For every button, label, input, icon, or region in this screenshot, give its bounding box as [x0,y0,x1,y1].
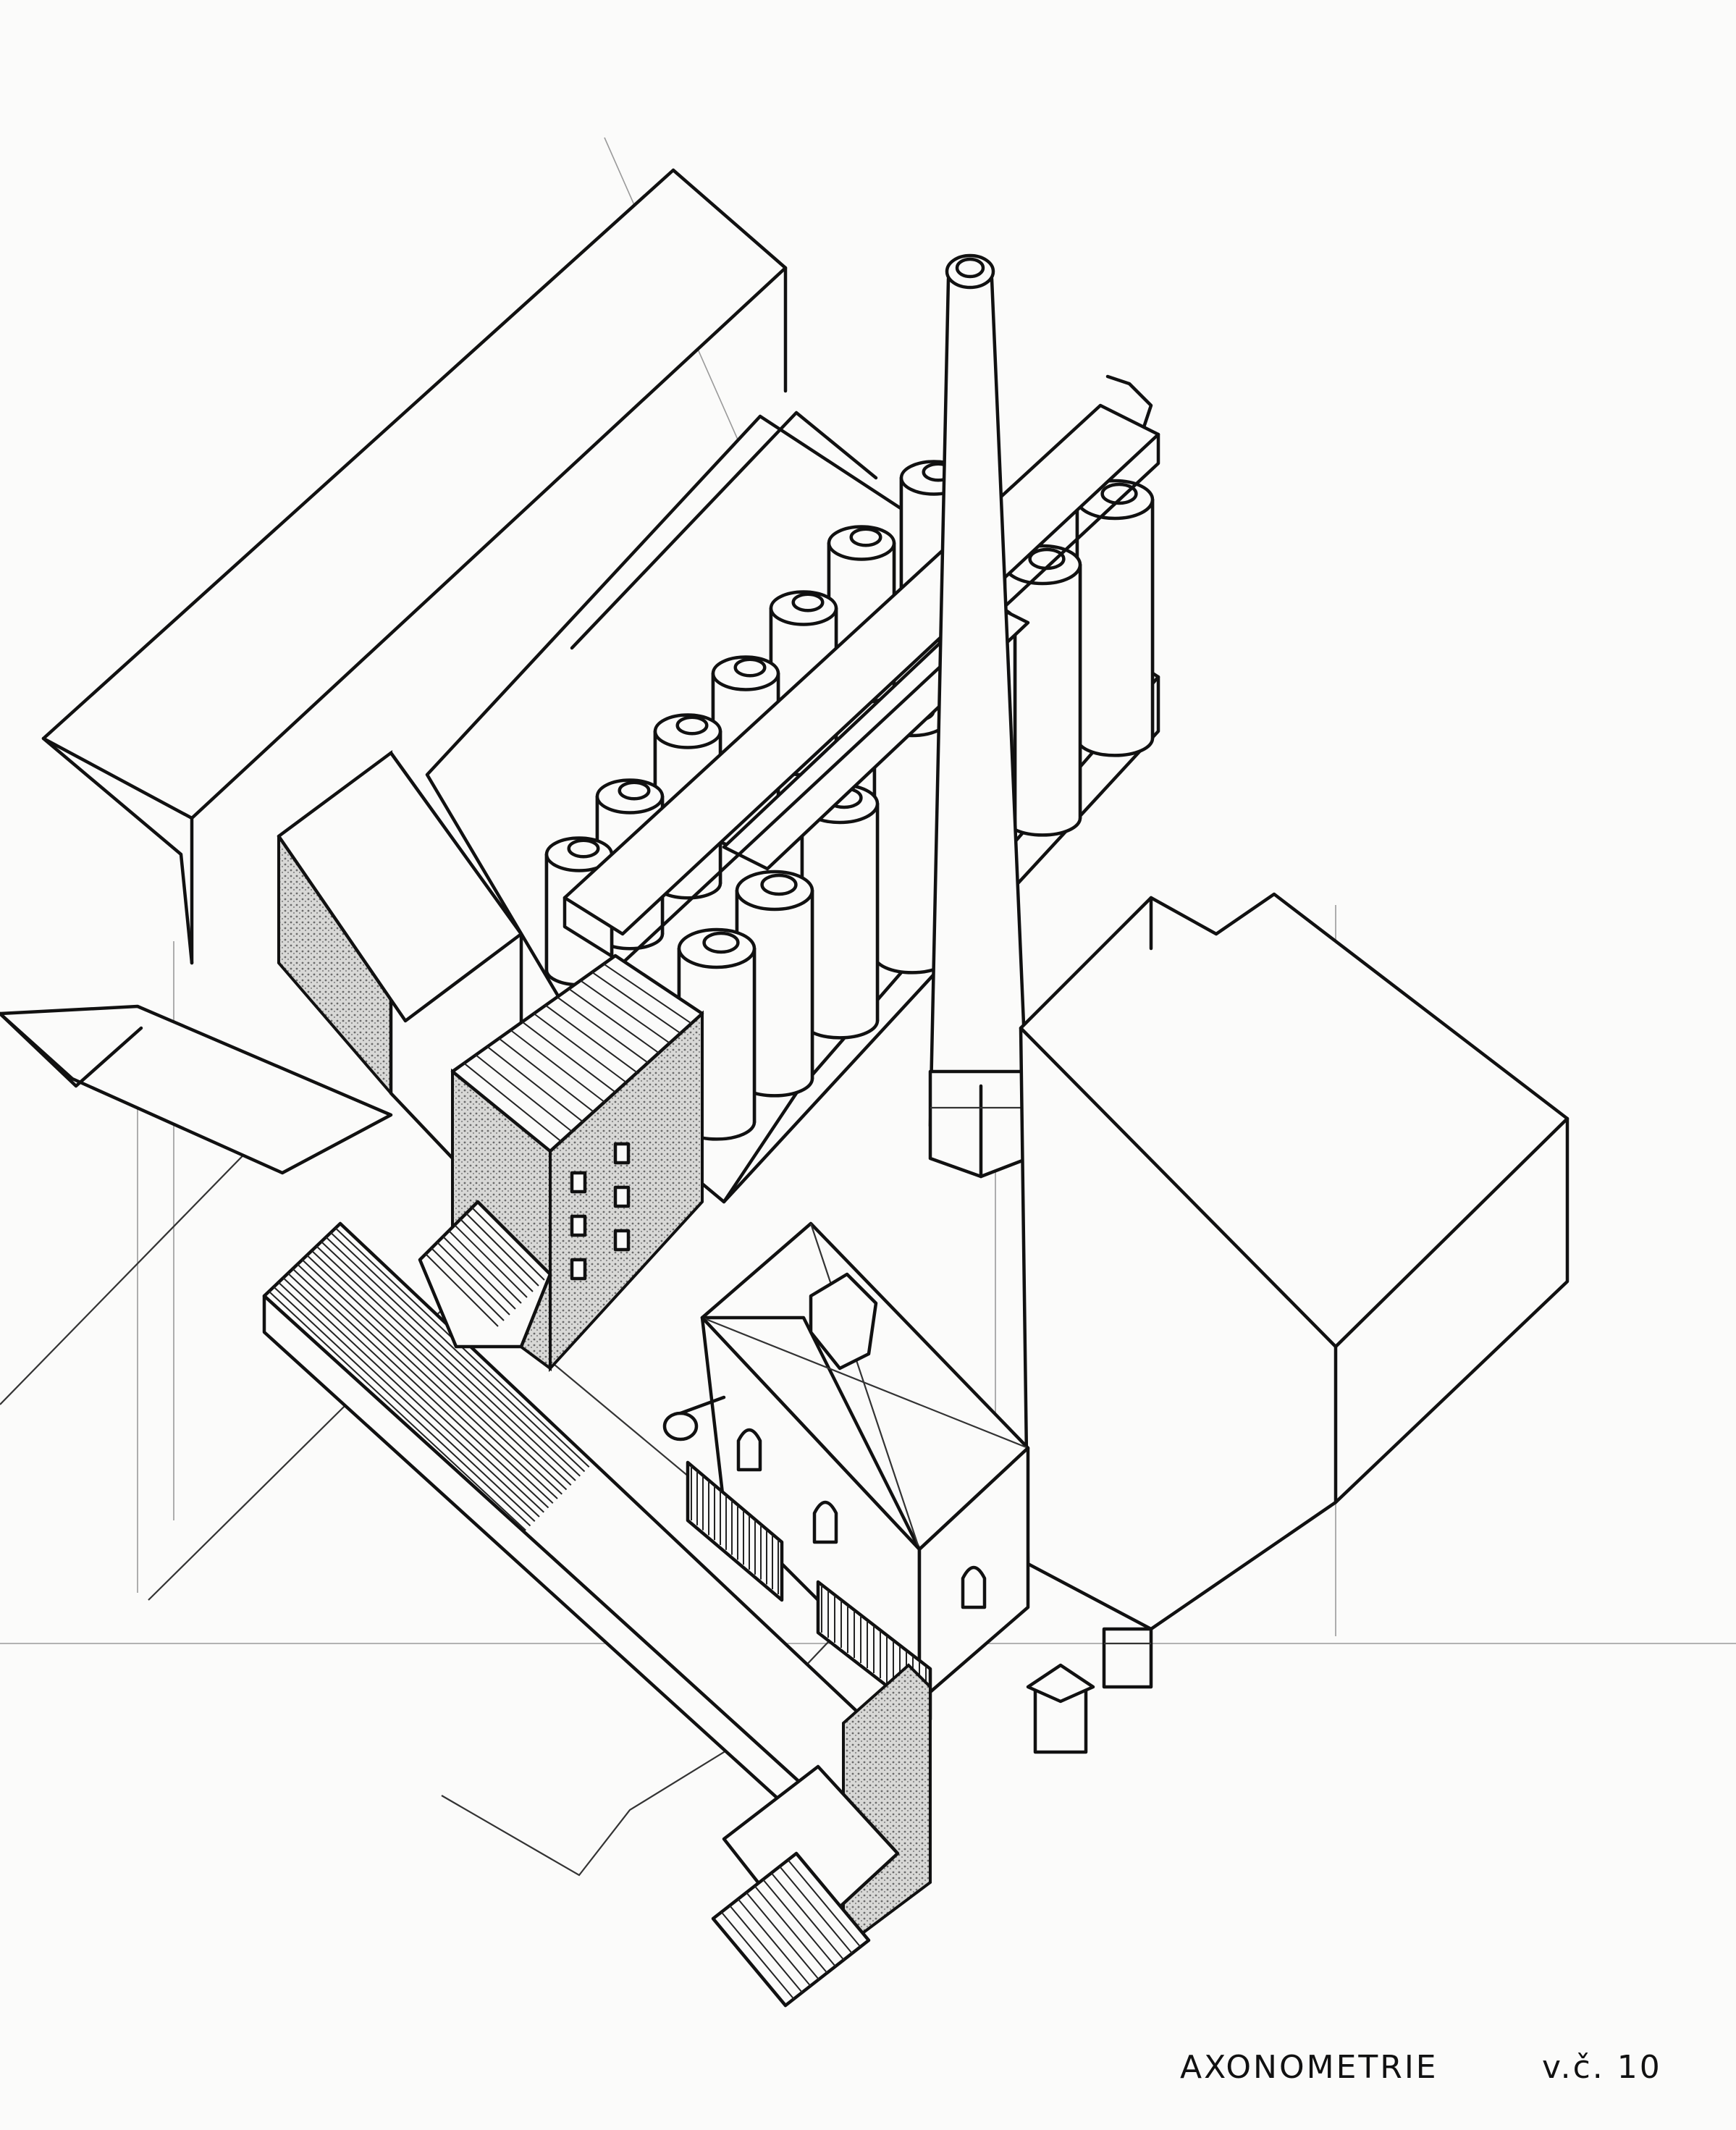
kiosk-bottom [711,1663,932,2008]
brick-tower-left [277,750,704,1373]
long-shed [262,1200,925,1870]
long-hall-top-left [0,168,788,1175]
silo [1003,544,1082,837]
ornate-house [662,1221,1030,1722]
window [613,1229,631,1252]
radiator-left [686,1460,784,1602]
title-block: AXONOMETRIE v.č. 10 [1158,2049,1694,2100]
window [570,1258,587,1281]
sheet-number: v.č. 10 [1542,2049,1662,2086]
window [570,1171,587,1194]
silo [1075,479,1155,757]
window [613,1142,631,1165]
window [570,1214,587,1237]
window [613,1185,631,1208]
chimney [928,253,1030,1179]
drawing-title: AXONOMETRIE [1180,2049,1438,2086]
small-lantern [1026,1663,1095,1754]
large-building-right [1019,892,1569,1689]
